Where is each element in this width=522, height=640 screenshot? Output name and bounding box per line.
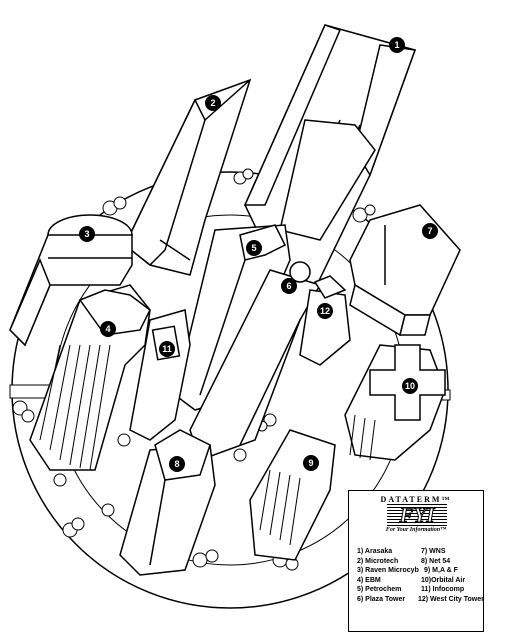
svg-text:4: 4 (105, 324, 110, 334)
marker-11: 11 (159, 341, 175, 357)
legend-item: 10)Orbital Air (421, 576, 466, 584)
legend-brand: DATATERM™ (380, 495, 452, 504)
legend-item: 5) Petrochem (357, 586, 402, 593)
svg-text:5: 5 (251, 243, 256, 253)
building-west-city-tower (299, 275, 351, 366)
marker-12: 12 (317, 303, 333, 319)
svg-text:9: 9 (308, 458, 313, 468)
legend-item: 1) Arasaka (357, 548, 393, 555)
legend-item: 4) EBM (357, 576, 381, 584)
legend-item: 6) Plaza Tower (357, 595, 406, 603)
marker-9: 9 (303, 455, 319, 471)
legend-row: 6) Plaza Tower 12) West City Tower (357, 595, 484, 605)
marker-3: 3 (79, 226, 95, 242)
legend-row: 2) Microtech 8) Net 54 (357, 557, 479, 567)
marker-1: 1 (389, 37, 405, 53)
legend-item: 8) Net 54 (421, 557, 451, 565)
building-ebm (29, 284, 151, 471)
svg-text:2: 2 (210, 98, 215, 108)
legend-row: 3) Raven Microcyb 9) M,A & F (357, 566, 479, 576)
legend-item: 11) Infocomp (421, 586, 465, 593)
legend-row: 1) Arasaka 7) WNS (357, 547, 479, 557)
legend-item: 2) Microtech (357, 557, 399, 565)
marker-7: 7 (422, 223, 438, 239)
legend-item: 12) West City Tower (418, 595, 484, 603)
legend-row: 5) Petrochem 11) Infocomp (357, 585, 479, 595)
building-net54 (119, 429, 216, 576)
marker-8: 8 (169, 456, 185, 472)
svg-text:3: 3 (84, 229, 89, 239)
legend-item: 3) Raven Microcyb (357, 567, 419, 574)
svg-text:12: 12 (320, 306, 330, 316)
svg-text:10: 10 (405, 381, 415, 391)
marker-10: 10 (402, 378, 418, 394)
svg-text:11: 11 (162, 344, 172, 354)
marker-2: 2 (205, 95, 221, 111)
marker-4: 4 (100, 321, 116, 337)
legend-item: 9) M,A & F (424, 567, 458, 574)
fyi-logo: FYI (387, 504, 447, 527)
svg-text:1: 1 (394, 40, 399, 50)
legend-box: DATATERM™ FYI For Your Information™ 1) A… (348, 490, 484, 632)
svg-text:8: 8 (174, 459, 179, 469)
svg-text:6: 6 (286, 281, 291, 291)
legend-list: 1) Arasaka 7) WNS 2) Microtech 8) Net 54… (357, 547, 484, 605)
marker-5: 5 (246, 240, 262, 256)
legend-tagline: For Your Information™ (385, 527, 447, 533)
legend-item: 7) WNS (421, 548, 446, 555)
svg-text:7: 7 (427, 226, 432, 236)
marker-6: 6 (281, 278, 297, 294)
legend-row: 4) EBM 10)Orbital Air (357, 576, 479, 586)
